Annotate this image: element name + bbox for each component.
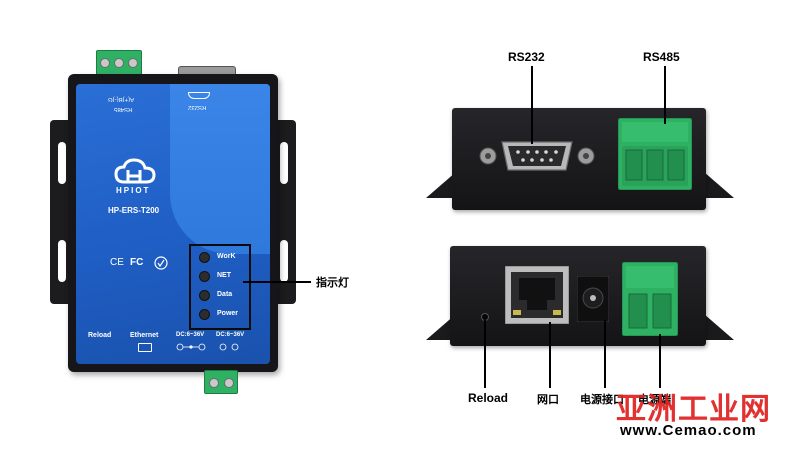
watermark: 亚洲工业网 www.Cemao.com — [608, 384, 794, 442]
bottom-view-left-flange — [426, 314, 456, 340]
network-port-label: 网口 — [537, 393, 559, 406]
dc-barrel-jack — [577, 276, 609, 322]
rs485-pin-label: A(+)B(-)G — [108, 96, 135, 102]
network-leader — [549, 322, 551, 388]
top-view-right-flange — [704, 172, 734, 198]
rs485-terminal-block — [618, 118, 692, 190]
serial-port-icon — [188, 92, 210, 99]
rs232-mirror-label: RS232 — [188, 104, 207, 110]
rs485-mirror-label: RS485 — [114, 106, 133, 112]
top-terminal-block — [96, 50, 142, 76]
bottom-terminal-block — [204, 370, 238, 394]
ce-mark: CE — [110, 257, 124, 268]
top-view-left-flange — [426, 172, 456, 198]
logo-text: HPIOT — [116, 186, 151, 195]
power-led-label: Power — [217, 310, 239, 317]
led-callout-label: 指示灯 — [316, 276, 349, 289]
dc-label-1: DC:6~36V — [176, 332, 205, 338]
rs232-label: RS232 — [508, 50, 545, 64]
dc-terminal-icon — [219, 343, 239, 351]
ethernet-rj45-port — [505, 266, 569, 324]
fcc-mark: FC — [130, 257, 144, 268]
led-callout-line — [243, 281, 311, 283]
rohs-icon — [154, 256, 168, 270]
ethernet-label: Ethernet — [130, 332, 159, 339]
db9-serial-connector — [479, 141, 595, 171]
power-terminal-leader — [659, 334, 661, 388]
ethernet-port-icon — [138, 343, 152, 352]
power-jack-leader — [604, 320, 606, 388]
data-led — [199, 290, 210, 301]
data-led-label: Data — [217, 291, 233, 298]
indicator-led-group: WorK NET Data Power — [189, 244, 251, 330]
reload-label: Reload — [88, 332, 112, 339]
power-jack-label: 电源接口 — [580, 393, 624, 406]
front-panel: A(+)B(-)G RS485 RS232 HPIOT HP-ERS-T200 … — [76, 84, 270, 364]
dc-polarity-icon — [176, 343, 206, 351]
model-name: HP-ERS-T200 — [108, 206, 160, 215]
bottom-view-right-flange — [704, 314, 734, 340]
power-led — [199, 309, 210, 320]
net-led — [199, 271, 210, 282]
watermark-brand: 亚洲工业网 — [616, 392, 771, 427]
bottom-reload-label: Reload — [468, 391, 509, 405]
watermark-url: www.Cemao.com — [620, 422, 757, 439]
net-led-label: NET — [217, 272, 231, 279]
work-led — [199, 252, 210, 263]
work-led-label: WorK — [217, 253, 236, 260]
device-front-body: A(+)B(-)G RS485 RS232 HPIOT HP-ERS-T200 … — [68, 74, 278, 372]
rs485-label: RS485 — [643, 50, 680, 64]
rs485-leader — [664, 66, 666, 124]
reload-leader — [484, 320, 486, 388]
rs232-leader — [531, 66, 533, 144]
power-terminal-block — [622, 262, 678, 336]
power-terminal-label: 电源端 — [638, 393, 671, 406]
dc-label-2: DC:6~36V — [216, 332, 245, 338]
cloud-logo-icon — [114, 158, 156, 184]
